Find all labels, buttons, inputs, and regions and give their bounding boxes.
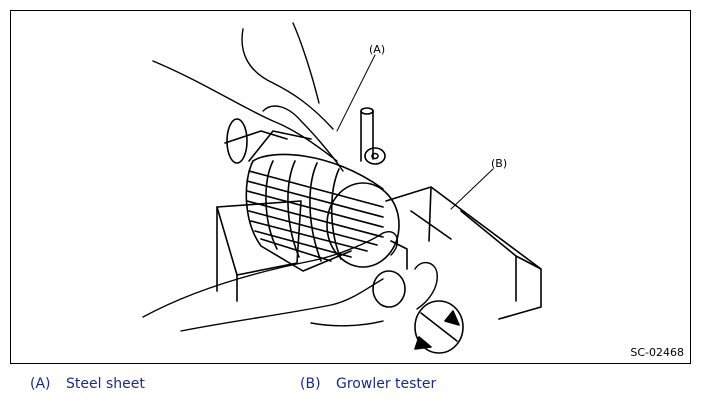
- leader-lines: [336, 54, 494, 210]
- legend-key-b: (B): [300, 376, 321, 392]
- figure-id: SC-02468: [630, 346, 684, 359]
- growler-tester-body: [216, 186, 542, 320]
- legend-label-b: Growler tester: [336, 376, 437, 392]
- callout-a-label: (A): [369, 43, 386, 56]
- growler-test-illustration: [142, 22, 542, 354]
- legend-item-b: (B) Growler tester: [300, 376, 436, 392]
- adjust-knob: [372, 270, 464, 354]
- hands: [142, 22, 438, 332]
- legend-key-a: (A): [30, 376, 51, 392]
- illustration-frame: (A) (B) SC-02468: [10, 10, 691, 364]
- legend-label-a: Steel sheet: [66, 376, 145, 392]
- armature: [224, 118, 408, 272]
- rod-and-washer: [360, 107, 386, 165]
- callout-b-label: (B): [491, 157, 508, 170]
- legend-item-a: (A) Steel sheet: [30, 376, 145, 392]
